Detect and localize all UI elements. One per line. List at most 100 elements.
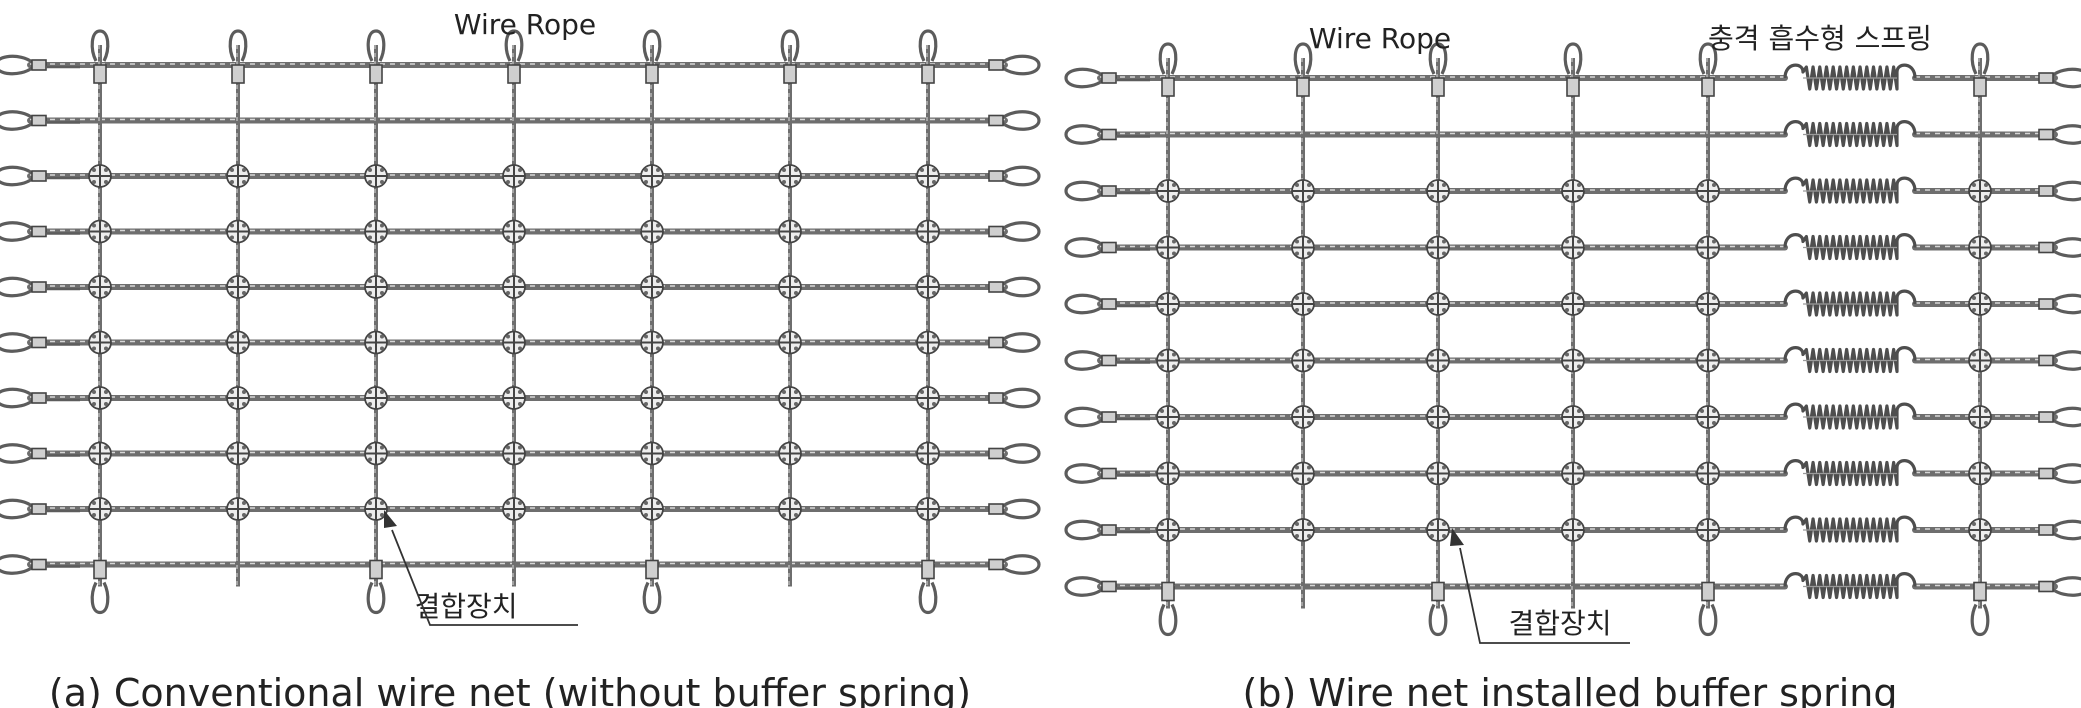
thimble-loop-icon bbox=[504, 29, 524, 62]
thimble-loop-icon bbox=[1002, 443, 1041, 464]
vertical-wire-rope bbox=[650, 45, 654, 587]
thimble-loop-icon bbox=[0, 443, 33, 464]
panel-b-caption: (b) Wire net installed buffer spring bbox=[1243, 671, 1898, 708]
thimble-loop-icon bbox=[1002, 498, 1041, 520]
thimble-loop-icon bbox=[1563, 42, 1583, 75]
connector-disc-icon bbox=[1426, 179, 1450, 203]
thimble-loop-icon bbox=[2052, 576, 2081, 597]
connector-disc-icon bbox=[640, 219, 664, 244]
thimble-loop-icon bbox=[2052, 463, 2081, 484]
rope-clamp-icon bbox=[31, 281, 47, 293]
rope-clamp-icon bbox=[1566, 77, 1580, 97]
connector-disc-icon bbox=[778, 275, 802, 299]
connector-disc-icon bbox=[1291, 518, 1315, 542]
rope-clamp-icon bbox=[2038, 185, 2054, 197]
rope-clamp-icon bbox=[2038, 72, 2054, 84]
vertical-wire-rope bbox=[1436, 58, 1440, 609]
thimble-loop-icon bbox=[642, 29, 662, 62]
thimble-loop-icon bbox=[1002, 276, 1041, 298]
thimble-loop-icon bbox=[642, 581, 662, 615]
rope-clamp-icon bbox=[988, 558, 1004, 571]
rope-clamp-icon bbox=[2038, 524, 2054, 536]
thimble-loop-icon bbox=[1698, 42, 1718, 75]
connector-disc-icon bbox=[1968, 461, 1992, 486]
thimble-loop-icon bbox=[0, 276, 33, 298]
rope-clamp-icon bbox=[31, 503, 47, 515]
horizontal-wire-rope bbox=[1097, 583, 2058, 590]
rope-clamp-icon bbox=[645, 559, 659, 580]
connector-disc-icon bbox=[502, 275, 526, 299]
connector-disc-icon bbox=[1426, 461, 1450, 486]
vertical-wire-rope bbox=[1301, 58, 1305, 609]
connector-disc-icon bbox=[778, 497, 802, 521]
rope-clamp-icon bbox=[988, 114, 1004, 127]
thimble-loop-icon bbox=[1158, 42, 1178, 75]
thimble-loop-icon bbox=[1970, 42, 1990, 75]
rope-clamp-icon bbox=[31, 59, 47, 71]
thimble-loop-icon bbox=[1428, 603, 1448, 637]
connector-disc-icon bbox=[1561, 235, 1585, 260]
rope-clamp-icon bbox=[783, 64, 797, 84]
connector-disc-icon bbox=[88, 275, 112, 299]
connector-disc-icon bbox=[1968, 235, 1992, 260]
buffer-spring-icon bbox=[1783, 120, 1917, 148]
thimble-loop-icon bbox=[1064, 180, 1103, 202]
buffer-spring-icon bbox=[1783, 289, 1917, 317]
rope-clamp-icon bbox=[2038, 411, 2054, 423]
rope-clamp-icon bbox=[921, 64, 935, 84]
connector-disc-icon bbox=[364, 441, 388, 466]
rope-clamp-icon bbox=[93, 64, 107, 84]
connector-disc-icon bbox=[640, 497, 664, 521]
thimble-loop-icon bbox=[0, 387, 33, 409]
rope-clamp-icon bbox=[1101, 185, 1117, 197]
panel-b-wire-rope-label: Wire Rope bbox=[1309, 22, 1451, 55]
connector-disc-icon bbox=[226, 164, 250, 188]
connector-disc-icon bbox=[364, 386, 388, 410]
buffer-spring-icon bbox=[1783, 176, 1917, 204]
panel-a-conventional-net bbox=[0, 29, 1041, 615]
connector-disc-icon bbox=[88, 386, 112, 410]
buffer-spring-icon bbox=[1783, 572, 1917, 600]
connector-disc-icon bbox=[1291, 235, 1315, 260]
rope-clamp-icon bbox=[93, 559, 107, 580]
buffer-spring-icon bbox=[1783, 346, 1917, 374]
horizontal-wire-rope bbox=[27, 561, 1008, 568]
connector-disc-icon bbox=[88, 330, 112, 355]
connector-disc-icon bbox=[1291, 348, 1315, 373]
connector-disc-icon bbox=[1696, 518, 1720, 542]
connector-disc-icon bbox=[226, 330, 250, 355]
rope-clamp-icon bbox=[1101, 411, 1117, 423]
thimble-loop-icon bbox=[1002, 54, 1041, 76]
panel-b-connector-label: 결합장치 bbox=[1508, 607, 1611, 640]
rope-clamp-icon bbox=[2038, 467, 2054, 480]
rope-clamp-icon bbox=[31, 336, 47, 349]
thimble-loop-icon bbox=[1428, 42, 1448, 75]
connector-disc-icon bbox=[1561, 292, 1585, 316]
rope-clamp-icon bbox=[921, 559, 935, 580]
connector-disc-icon bbox=[364, 330, 388, 355]
thimble-loop-icon bbox=[1002, 554, 1041, 575]
rope-clamp-icon bbox=[31, 114, 47, 127]
thimble-loop-icon bbox=[1064, 293, 1103, 315]
panel-b-spring-label: 충격 흡수형 스프링 bbox=[1708, 22, 1932, 55]
thimble-loop-icon bbox=[0, 54, 33, 76]
rope-clamp-icon bbox=[1101, 128, 1117, 141]
thimble-loop-icon bbox=[918, 581, 938, 615]
connector-disc-icon bbox=[502, 441, 526, 466]
connector-disc-icon bbox=[226, 386, 250, 410]
rope-clamp-icon bbox=[988, 59, 1004, 71]
connector-disc-icon bbox=[1561, 405, 1585, 429]
connector-disc-icon bbox=[1968, 179, 1992, 203]
connector-disc-icon bbox=[1291, 179, 1315, 203]
buffer-spring-icon bbox=[1783, 515, 1917, 543]
thimble-loop-icon bbox=[1002, 165, 1041, 187]
horizontal-wire-rope bbox=[1097, 131, 2058, 138]
thimble-loop-icon bbox=[1002, 387, 1041, 409]
connector-disc-icon bbox=[1426, 348, 1450, 373]
vertical-wire-rope bbox=[1978, 58, 1982, 609]
thimble-loop-icon bbox=[1002, 221, 1041, 242]
connector-disc-icon bbox=[502, 164, 526, 188]
rope-clamp-icon bbox=[1101, 72, 1117, 84]
thimble-loop-icon bbox=[2052, 519, 2081, 541]
